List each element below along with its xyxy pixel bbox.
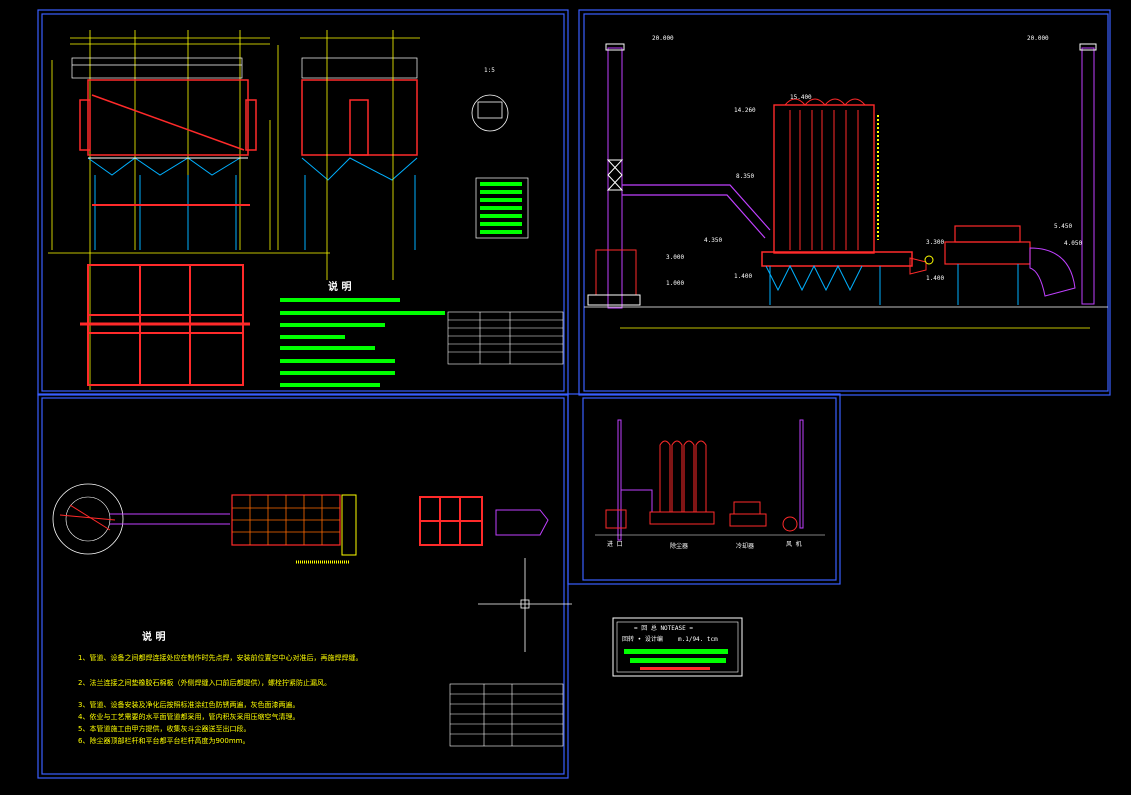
- baghouse-front-elevation: 1:5 说 明: [48, 30, 564, 390]
- notes-list: 1、管道、设备之间都焊连接处应在制作时先点焊，安装前位置空中心对准后，再施焊焊缝…: [78, 653, 362, 745]
- elev-cooler-bottom: 1.400: [926, 275, 944, 282]
- title-block-top-left: [447, 311, 564, 365]
- elev-left-chimney-top: 20.000: [652, 35, 674, 42]
- elev-base-left: 1.000: [666, 280, 684, 287]
- notes-text-block-top: [280, 298, 445, 387]
- note-line: 6、除尘器顶部栏杆和平台都平台栏杆高度为900mm。: [78, 736, 249, 745]
- elev-filter-top: 15.400: [790, 94, 812, 101]
- elev-duct-entry: 8.350: [736, 173, 754, 180]
- sheet-frame-top-right: [578, 9, 1111, 396]
- plan-layout: 说 明 1、管道、设备之间都焊连接处应在制作时先点焊，安装前位置空中心对准后，再…: [52, 483, 572, 747]
- note-line: 3、管道、设备安装及净化后按照标准涂红色防锈两遍，灰色面漆两遍。: [78, 700, 299, 709]
- note-line: 4、依业与工艺需要的水平面管道都采用，管内积灰采用压缩空气清理。: [78, 712, 299, 721]
- elev-cooler-mid: 4.050: [1064, 240, 1082, 247]
- legend-subtitle: 回转 • 设计编: [622, 635, 663, 643]
- flow-label-right: 风 机: [786, 540, 802, 548]
- title-block-bottom-left: [449, 683, 564, 747]
- sheet-frame-bottom-left: [37, 393, 569, 779]
- note-line: 2、法兰连接之间垫橡胶石棉板（外侧焊缝入口前后都提供），螺栓拧紧防止漏风。: [78, 678, 331, 687]
- flow-label-mid: 除尘器: [670, 542, 688, 550]
- elev-ground-left: 3.000: [666, 254, 684, 261]
- elev-cooler-top: 5.450: [1054, 223, 1072, 230]
- flow-label-left: 进 口: [607, 540, 623, 548]
- legend-code: m.1/94. tcm: [678, 636, 718, 643]
- notes-title-bottom: 说 明: [142, 630, 165, 643]
- sheet-frame-top-left: [37, 9, 569, 396]
- elev-right-chimney-top: 20.000: [1027, 35, 1049, 42]
- flow-label-mid2: 冷却器: [736, 542, 754, 550]
- elev-fan-level: 3.300: [926, 239, 944, 246]
- note-line: 1、管道、设备之间都焊连接处应在制作时先点焊，安装前位置空中心对准后，再施焊焊缝…: [78, 653, 362, 662]
- legend-box: = 回 总 NOTEASE = 回转 • 设计编 m.1/94. tcm: [612, 617, 743, 677]
- flow-scheme: 进 口 除尘器 冷却器 风 机: [595, 419, 825, 550]
- legend-title: = 回 总 NOTEASE =: [634, 624, 693, 632]
- sheet-frame-bottom-mid: [567, 393, 841, 585]
- elev-hopper-level: 4.350: [704, 237, 722, 244]
- note-line: 5、本管道施工由甲方提供，收集灰斗尘器送至出口段。: [78, 724, 250, 733]
- sheet-frames: [37, 9, 1111, 779]
- detail-callout-icon: [471, 94, 509, 132]
- process-elevation: 20.000 20.000 15.400 14.260 8.350 4.350 …: [584, 35, 1108, 329]
- section-marker-label: 1:5: [484, 67, 495, 74]
- elev-filter-shoulder: 14.260: [734, 107, 756, 114]
- crosshair-cursor-icon: [478, 558, 572, 652]
- notes-title-top: 说 明: [328, 280, 351, 293]
- elev-hopper-bottom: 1.400: [734, 273, 752, 280]
